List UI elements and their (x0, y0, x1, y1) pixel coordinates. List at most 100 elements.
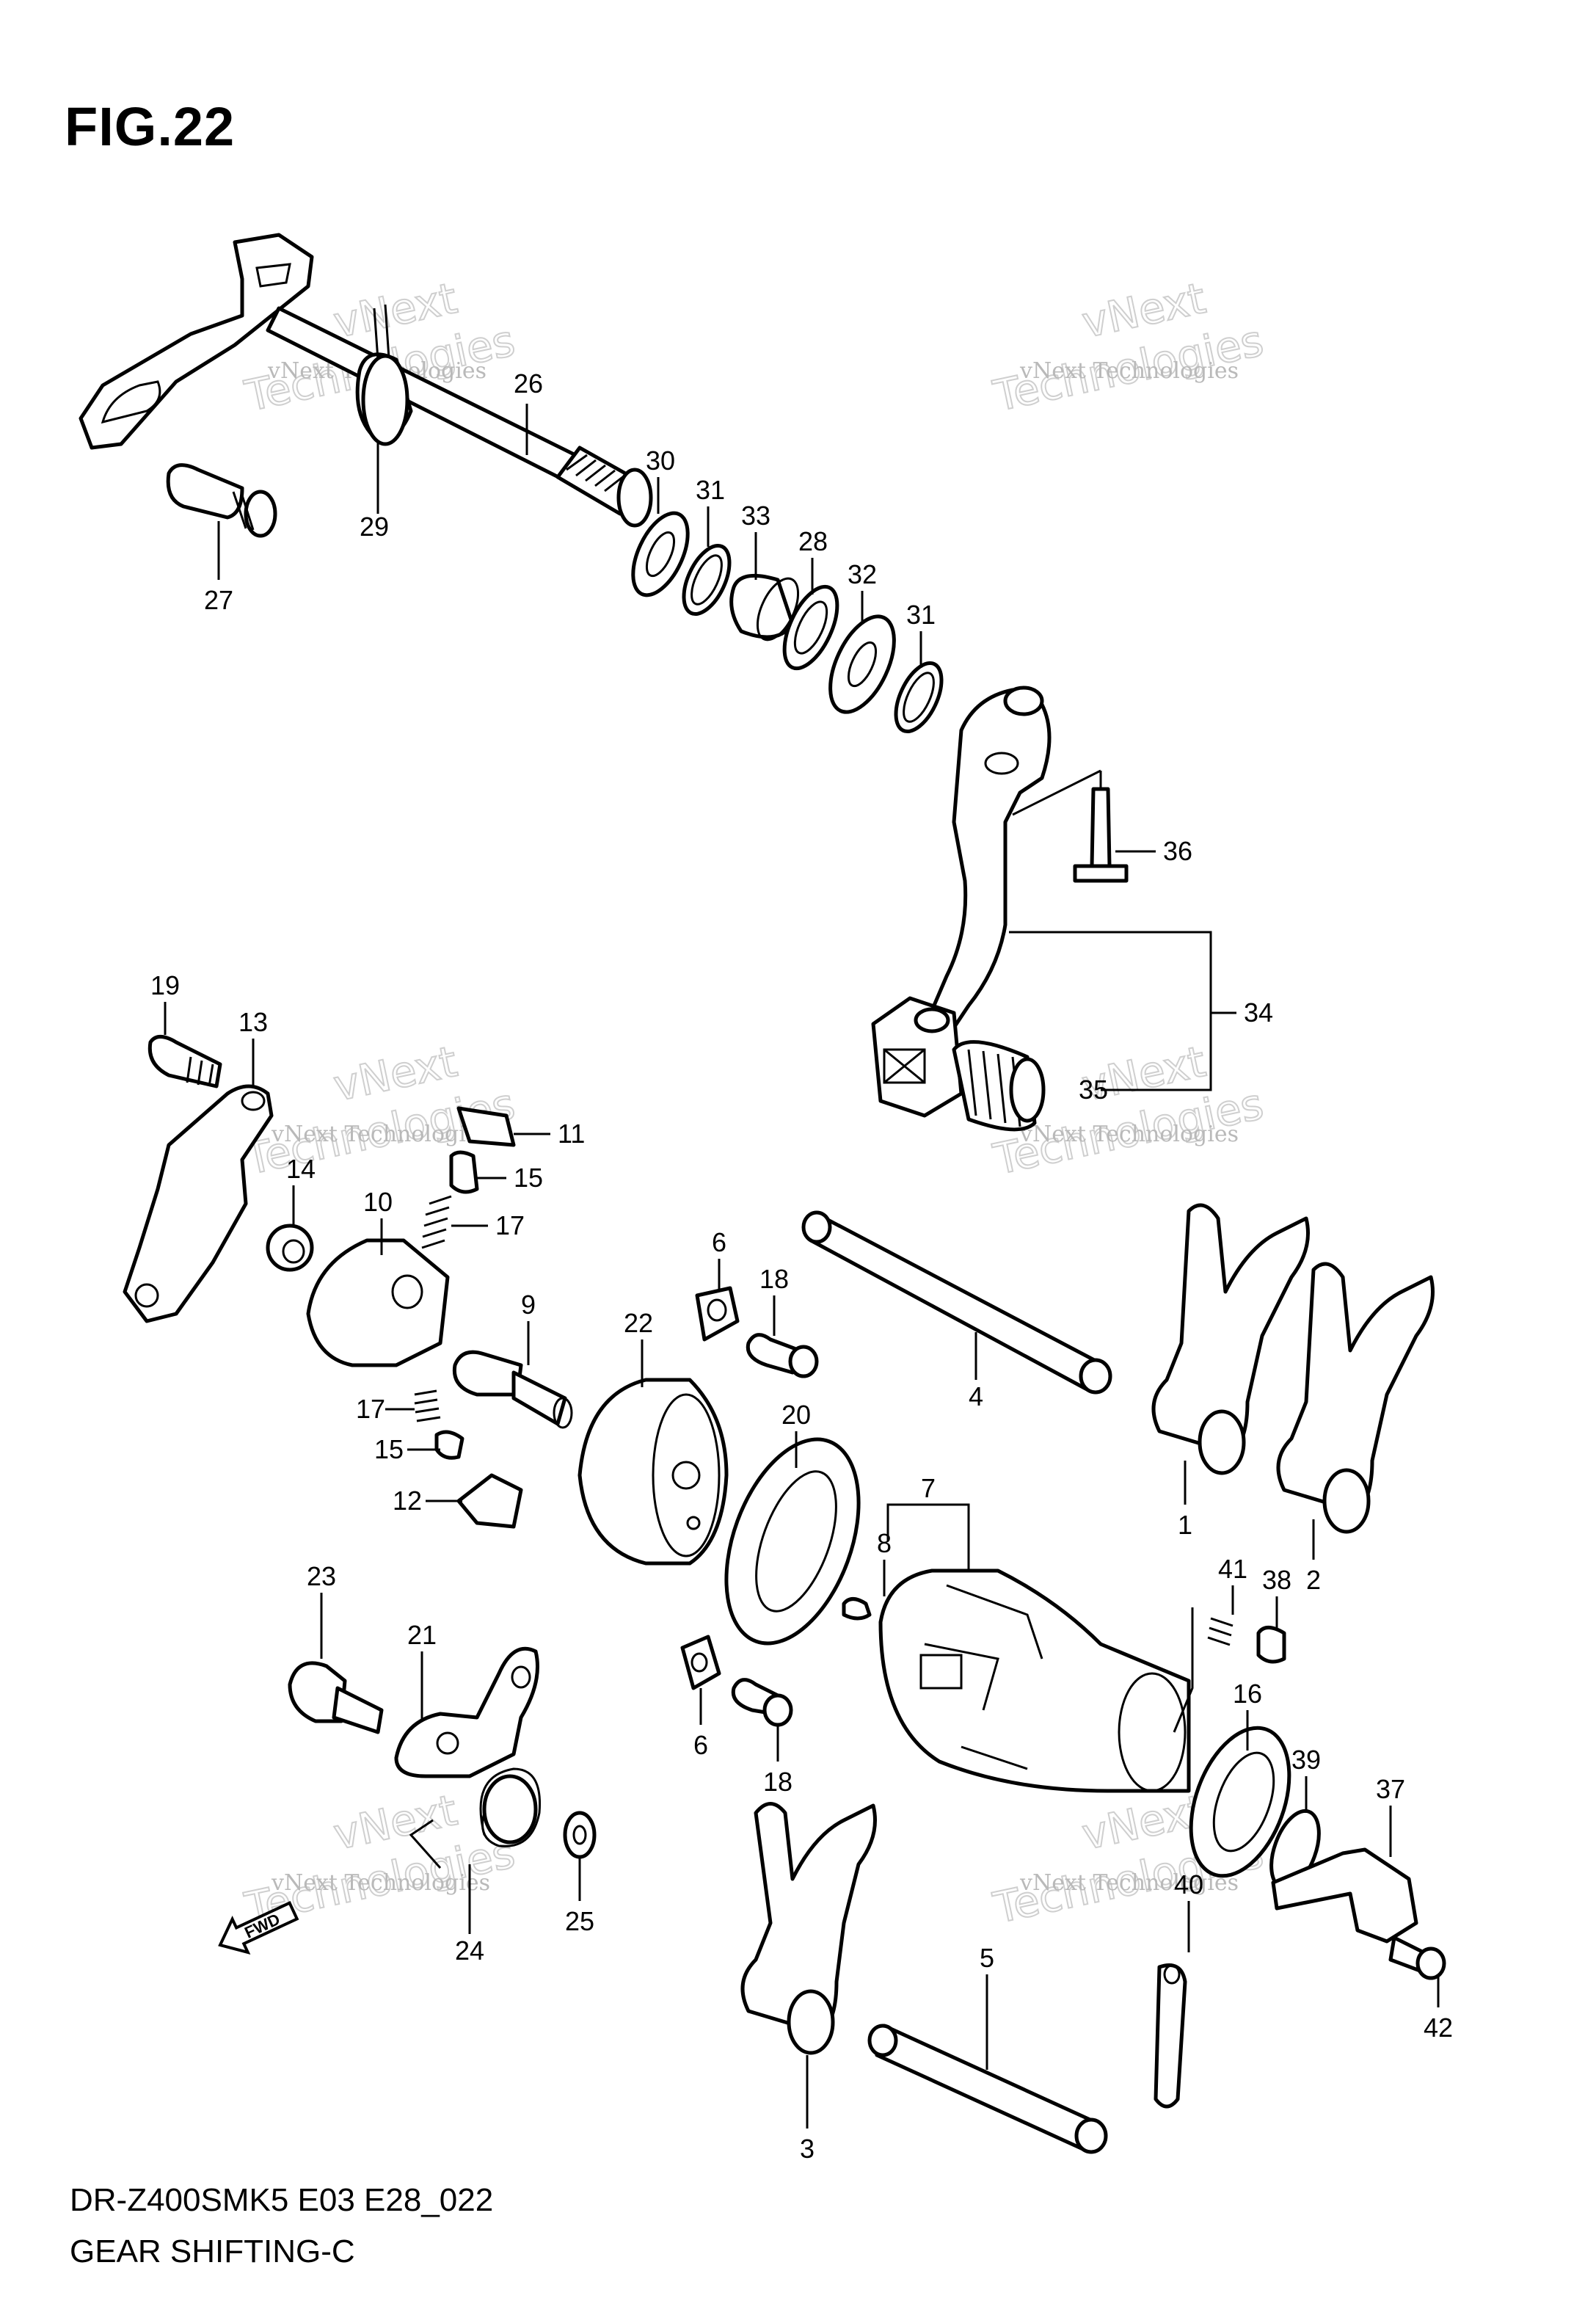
spring-17b (414, 1389, 441, 1422)
stopper-plate-hole (241, 1091, 266, 1111)
callout-16: 16 (1233, 1679, 1262, 1709)
lever-bolt-guide (1012, 769, 1102, 816)
screw-19 (147, 1035, 222, 1088)
shift-arm-21-hole (436, 1731, 459, 1755)
callout-18a: 18 (759, 1264, 789, 1294)
callout-17a: 17 (495, 1210, 525, 1240)
lever-bolt-head (1073, 864, 1129, 883)
oil-seal-28-inner (793, 600, 828, 655)
callout-9: 9 (521, 1290, 536, 1320)
gearshift-lever (922, 688, 1052, 1030)
needle-bearing-16-inner (1212, 1751, 1275, 1853)
callout-6b: 6 (693, 1730, 708, 1760)
collar-14 (266, 1224, 314, 1272)
spring-41 (1207, 1617, 1234, 1646)
callout-40: 40 (1174, 1869, 1203, 1900)
lever-pinch-hole (1003, 686, 1044, 716)
screw-18b-head (762, 1693, 793, 1727)
callout-26: 26 (514, 368, 543, 399)
pin-8 (842, 1597, 872, 1621)
callout-30: 30 (646, 446, 675, 476)
callout-23: 23 (307, 1561, 336, 1591)
drum-groove (924, 1584, 1043, 1770)
fork-shaft-5-end (1074, 2117, 1108, 2154)
callout-35: 35 (1079, 1075, 1108, 1105)
callout-17b: 17 (356, 1394, 385, 1424)
retainer-6b-hole (690, 1652, 708, 1673)
lever-rubber-end (1009, 1057, 1046, 1123)
stopper-plate-hole-2 (134, 1283, 159, 1308)
callout-38: 38 (1262, 1565, 1291, 1595)
oil-seal-28 (782, 584, 839, 671)
callout-31a: 31 (696, 475, 725, 505)
callout-12: 12 (393, 1486, 422, 1516)
callout-15b: 15 (374, 1434, 404, 1464)
screw-18-head (788, 1345, 819, 1378)
lever-bolt (1090, 787, 1112, 868)
bearing-20 (724, 1437, 861, 1646)
callout-6a: 6 (712, 1227, 726, 1257)
stopper-pin-thread (232, 491, 255, 531)
pivot-bolt-9-end (553, 1397, 573, 1429)
shift-shaft-bracket (79, 233, 314, 450)
cam-stopper (306, 1238, 450, 1367)
screw-19-thread (186, 1056, 214, 1087)
callout-24: 24 (455, 1935, 484, 1966)
bracket-slot (101, 380, 161, 424)
callout-11: 11 (558, 1119, 585, 1149)
callout-42: 42 (1424, 2013, 1453, 2043)
lever-tip-cross (883, 1048, 925, 1084)
sensor-bolt-head (1415, 1946, 1446, 1980)
callout-labels: 26 29 27 30 31 33 28 32 31 36 34 35 19 1… (150, 368, 1453, 2164)
cam-stopper-hole (391, 1274, 423, 1309)
sensor-lead-wire (1154, 1963, 1187, 2109)
shift-shaft-assembly (79, 233, 1129, 1132)
retainer-6 (695, 1286, 740, 1342)
stopper-pin (166, 463, 244, 520)
stopper-pin-end (244, 490, 277, 538)
washer-30-hole (645, 531, 676, 578)
callout-39: 39 (1291, 1745, 1321, 1775)
shift-drum-assembly (123, 1035, 1446, 2154)
washer-32 (828, 614, 896, 714)
fork-shaft-4-start (801, 1210, 832, 1244)
leader-7 (886, 1503, 970, 1571)
callout-32: 32 (848, 559, 877, 589)
callout-4: 4 (969, 1381, 983, 1411)
watermark-small-text: vNext Technologies (1019, 1122, 1239, 1147)
torsion-spring-24-coil (482, 1774, 538, 1844)
circlip-31b (894, 661, 944, 734)
cam-pin-hole-2 (686, 1516, 701, 1530)
pivot-bolt-9 (452, 1350, 523, 1397)
washer-30 (631, 511, 690, 597)
callout-18b: 18 (763, 1767, 792, 1797)
watermark-small-text: vNext Technologies (271, 1870, 490, 1896)
lever-spline-hole (984, 752, 1019, 775)
retainer-6b (680, 1635, 721, 1690)
pin-38 (1256, 1626, 1286, 1664)
drum-end-face (1118, 1672, 1187, 1792)
pivot-bolt-9-thread (511, 1370, 567, 1426)
diagram-code: DR-Z400SMK5 E03 E28_022 (70, 2182, 494, 2218)
callout-29: 29 (360, 512, 389, 542)
collar-14-hole (282, 1239, 305, 1264)
lever-tip-pin (914, 1007, 950, 1033)
fork-shaft-5 (875, 2024, 1096, 2153)
shift-fork-1-boss (1198, 1409, 1246, 1475)
drum-window (919, 1654, 963, 1690)
callout-28: 28 (798, 526, 828, 556)
shift-fork-2-boss (1322, 1468, 1371, 1534)
callout-41: 41 (1218, 1554, 1247, 1584)
leader-34 (1009, 931, 1236, 1091)
callout-25: 25 (565, 1906, 594, 1936)
shift-fork-2 (1276, 1262, 1435, 1514)
watermark-small-text: vNext Technologies (1019, 358, 1239, 384)
gear-position-sensor (1271, 1847, 1418, 1944)
diagram-title: GEAR SHIFTING-C (70, 2233, 355, 2269)
bracket-slot-top (255, 263, 291, 288)
washer-32-hole (847, 641, 878, 688)
pawl-12 (456, 1473, 523, 1529)
shift-fork-3 (740, 1802, 877, 2035)
